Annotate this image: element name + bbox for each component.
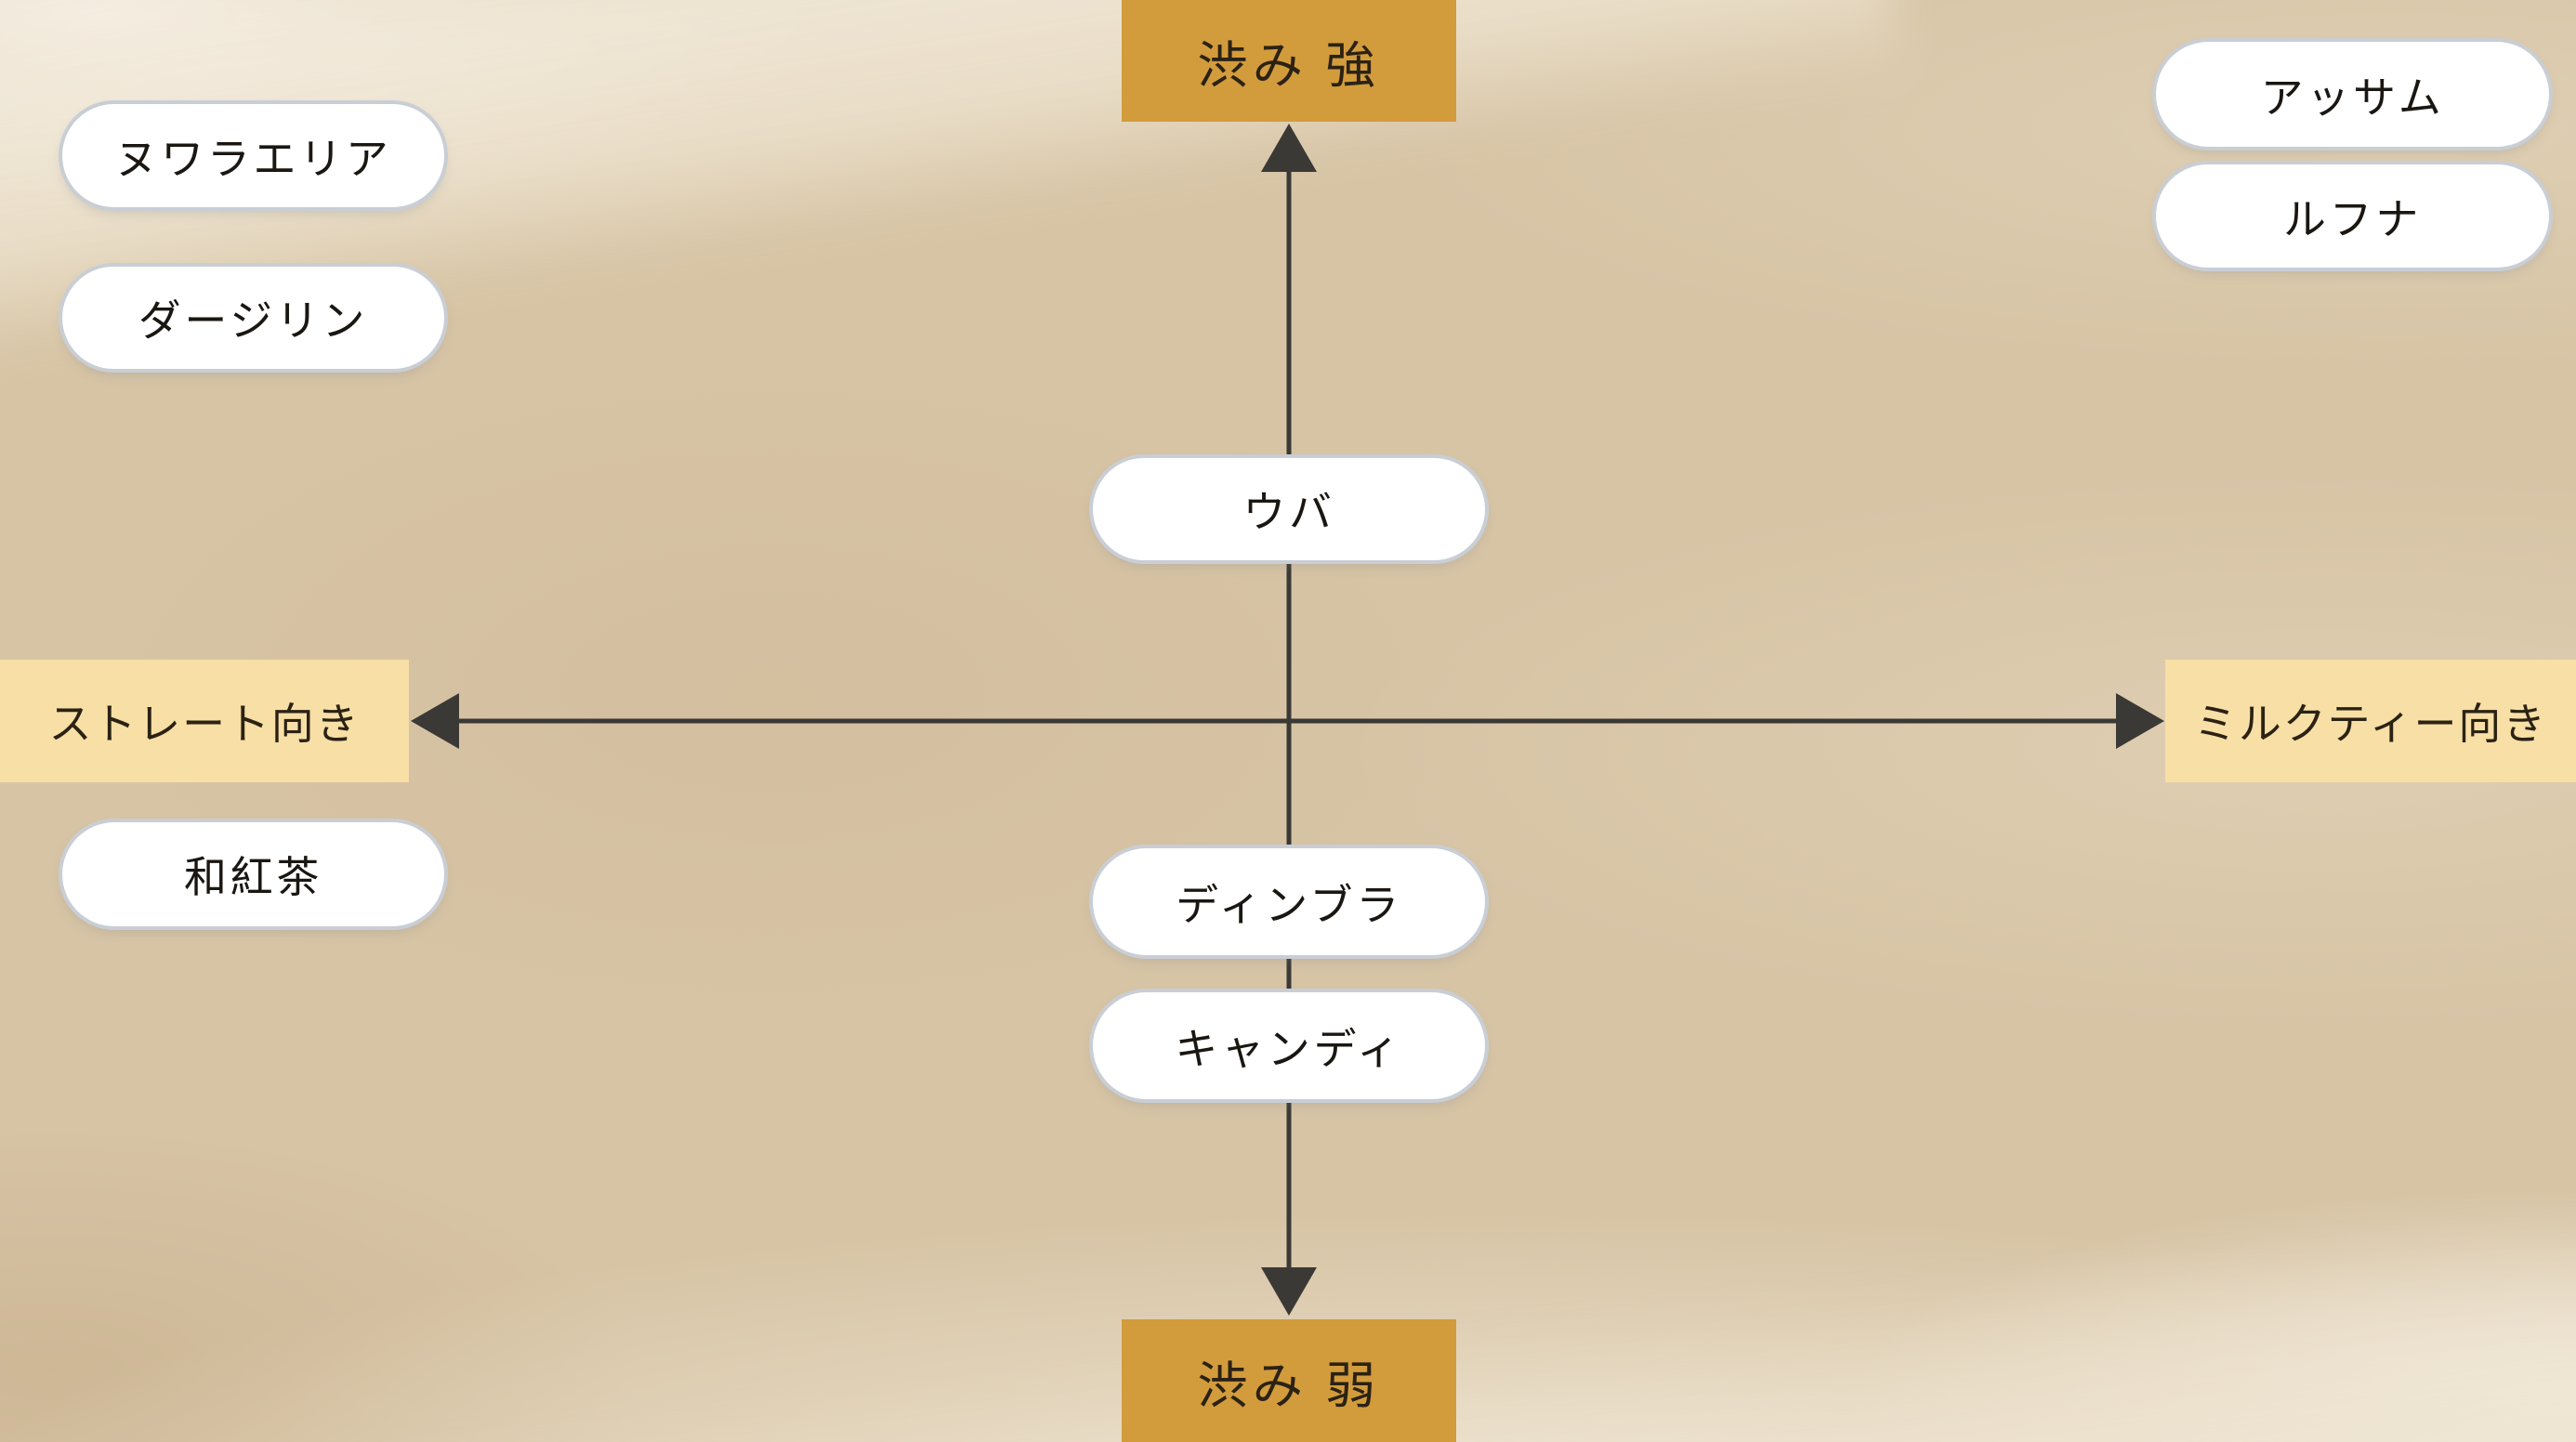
tea-pill-nuwara-eliya: ヌワラエリア xyxy=(62,104,444,207)
arrowhead-left-icon xyxy=(411,693,459,749)
arrowhead-down-icon xyxy=(1261,1267,1317,1316)
tea-pill-dimbula: ディンブラ xyxy=(1093,848,1485,955)
arrowhead-up-icon xyxy=(1261,124,1317,172)
tea-pill-assam: アッサム xyxy=(2156,42,2549,147)
axis-endcap-astringency-weak: 渋み 弱 xyxy=(1122,1319,1456,1442)
axis-endcap-milk-tea: ミルクティー向き xyxy=(2165,660,2576,782)
axis-endcap-straight: ストレート向き xyxy=(0,660,409,782)
tea-pill-kandy: キャンディ xyxy=(1093,992,1485,1099)
axis-endcap-astringency-strong: 渋み 強 xyxy=(1122,0,1456,122)
tea-pill-wakocha: 和紅茶 xyxy=(62,822,444,926)
tea-pill-uva: ウバ xyxy=(1093,458,1485,560)
tea-pill-ruhuna: ルフナ xyxy=(2156,164,2549,268)
tea-pill-darjeeling: ダージリン xyxy=(62,267,444,369)
arrowhead-right-icon xyxy=(2116,693,2164,749)
